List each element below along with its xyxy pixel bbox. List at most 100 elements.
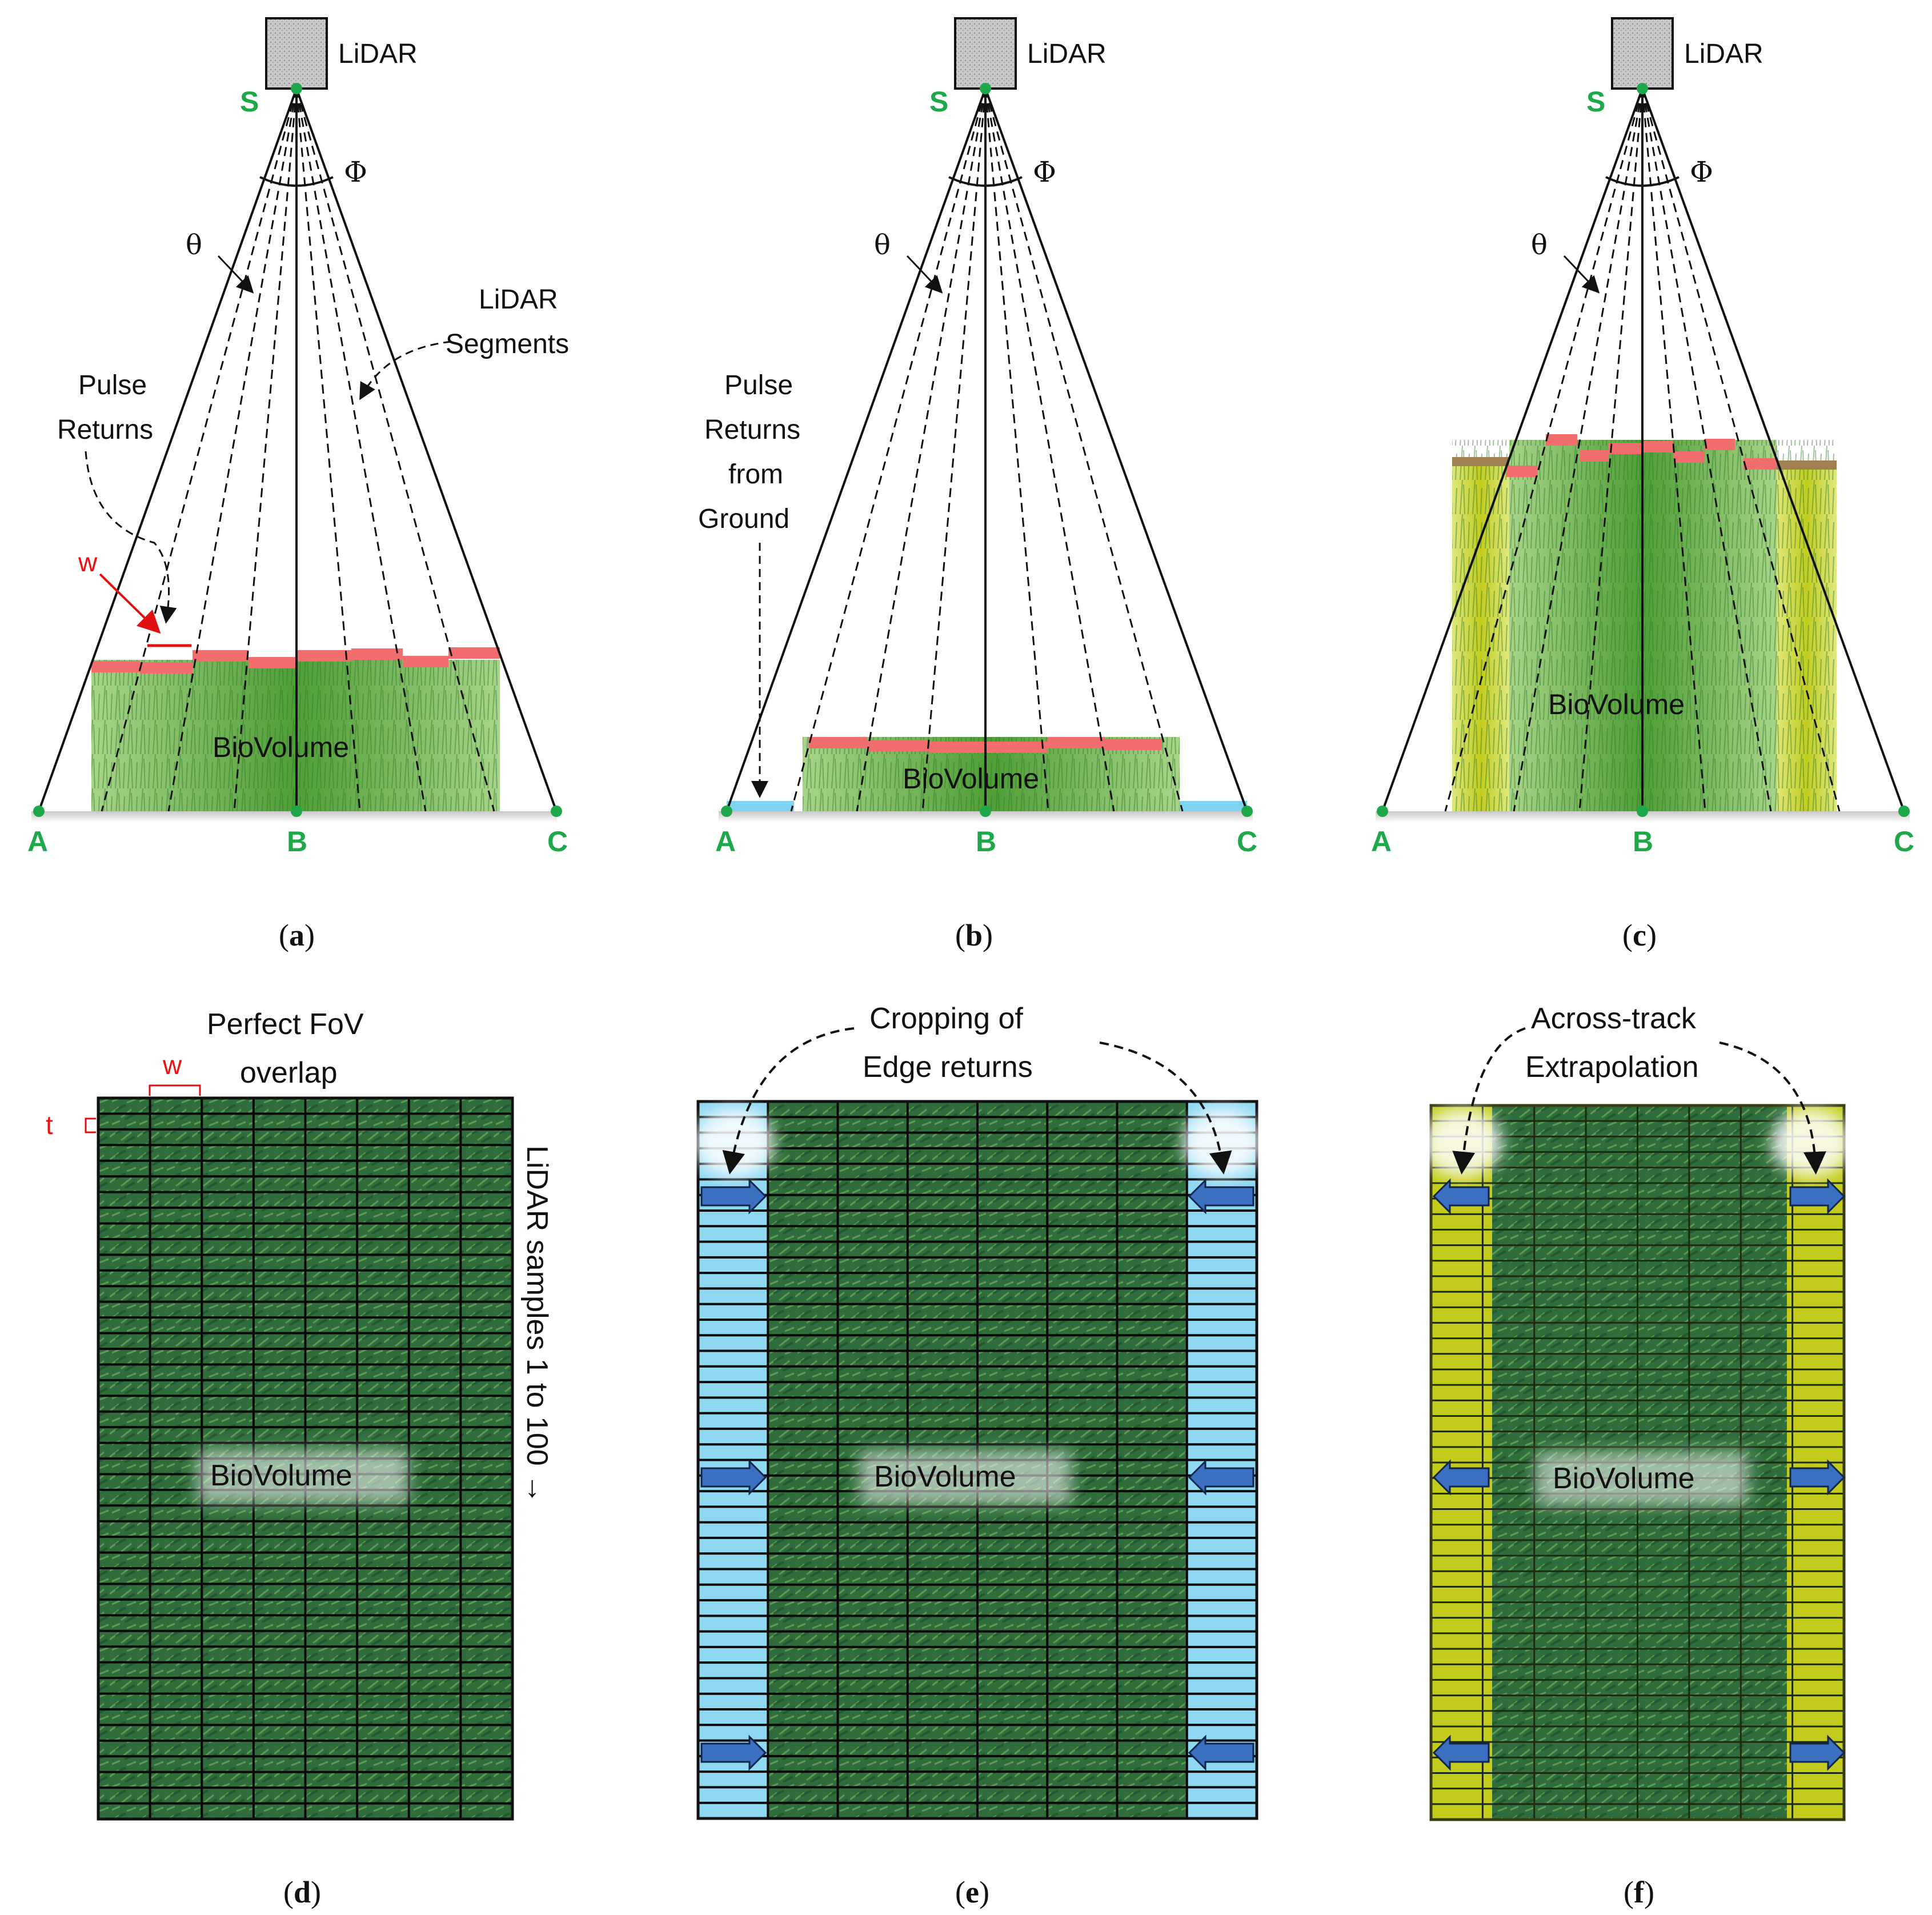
brown-top-right-c	[1777, 460, 1837, 470]
pulse-label-1-a: Pulse	[78, 370, 147, 400]
angle-symbol-c: θ	[1531, 229, 1548, 261]
sensor-label-c: LiDAR	[1684, 39, 1763, 69]
glow-right-f	[1771, 1108, 1851, 1177]
grass-texture-c	[1452, 440, 1837, 811]
source-point-a	[291, 83, 302, 94]
ground-c	[1376, 811, 1910, 823]
point-a-label-a: A	[27, 826, 48, 858]
panel-d: Perfect FoV overlap w t BioVolume LiDAR …	[46, 1008, 554, 1909]
source-point-b	[980, 83, 991, 94]
point-b-b	[980, 806, 991, 817]
crop-pointer-left-e	[722, 1027, 855, 1175]
title-2-e: Edge returns	[863, 1051, 1033, 1084]
title-1-f: Across-track	[1531, 1002, 1697, 1035]
biovolume-label-e: BioVolume	[874, 1460, 1016, 1493]
lidar-sensor-c	[1611, 17, 1674, 90]
sample-grid-e	[698, 1101, 1257, 1818]
point-b-label-c: B	[1633, 826, 1653, 858]
brown-top-left-c	[1452, 457, 1509, 466]
sensor-label-b: LiDAR	[1027, 39, 1107, 69]
ground-label-4-b: Ground	[698, 504, 789, 534]
segments-label-1-a: LiDAR	[479, 285, 558, 315]
glow-right-e	[1183, 1108, 1262, 1177]
tile-border-d	[97, 1096, 514, 1821]
angle-symbol-a: θ	[186, 229, 202, 261]
source-label-a: S	[240, 86, 259, 118]
sample-grid-d	[98, 1098, 512, 1819]
point-a-b	[721, 806, 732, 817]
point-a-label-c: A	[1371, 826, 1392, 858]
biovolume-label-b: BioVolume	[903, 763, 1039, 795]
thickness-bracket-d	[85, 1117, 96, 1133]
biovolume-label-c: BioVolume	[1548, 688, 1685, 720]
biovolume-glow-f	[1537, 1452, 1748, 1505]
thickness-symbol-d: t	[46, 1110, 53, 1140]
pulse-returns-a	[91, 647, 500, 674]
biovolume-glow-d	[197, 1450, 408, 1503]
biovolume-label-a: BioVolume	[213, 731, 349, 763]
source-point-c	[1637, 83, 1648, 94]
pulse-returns-c	[1506, 434, 1777, 477]
ground-b	[719, 811, 1253, 823]
fov-lines-a	[38, 88, 558, 812]
caption-d: (d)	[283, 1875, 321, 1909]
panel-b: LiDAR S Φ θ Pulse Returns from Ground Bi…	[698, 17, 1257, 952]
segment-lines-b	[790, 88, 1184, 812]
pulse-pointer-a	[85, 451, 177, 624]
point-c-a	[551, 806, 562, 817]
point-b-label-a: B	[287, 826, 307, 858]
glow-left-f	[1422, 1108, 1502, 1177]
point-c-label-a: C	[547, 826, 568, 858]
crop-pointer-right-e	[1099, 1041, 1232, 1175]
width-symbol-d: w	[162, 1050, 182, 1080]
segments-pointer-a	[359, 340, 452, 400]
tile-border-f	[1429, 1104, 1846, 1821]
ground-return-right-b	[1180, 801, 1247, 811]
segments-label-2-a: Segments	[446, 329, 569, 359]
point-b-a	[291, 806, 302, 817]
ground-a	[31, 811, 557, 823]
title-1-d: Perfect FoV	[207, 1008, 364, 1041]
point-a-label-b: A	[715, 826, 736, 858]
pulse-label-2-a: Returns	[57, 415, 153, 445]
glow-left-e	[694, 1108, 774, 1177]
caption-a: (a)	[279, 918, 315, 952]
title-1-e: Cropping of	[869, 1002, 1023, 1035]
segment-lines-c	[1444, 88, 1841, 812]
fov-arc-a	[259, 176, 334, 187]
fov-symbol-b: Φ	[1033, 155, 1056, 189]
ground-label-3-b: from	[728, 459, 783, 490]
samples-label-d: LiDAR samples 1 to 100 →	[520, 1145, 554, 1504]
sensor-label-a: LiDAR	[338, 39, 418, 69]
biovolume-glow-e	[860, 1451, 1071, 1504]
angle-pointer-c	[1563, 255, 1600, 294]
pulse-returns-b	[808, 737, 1162, 753]
source-label-c: S	[1586, 86, 1605, 118]
caption-c: (c)	[1622, 918, 1657, 952]
point-a-a	[33, 806, 45, 817]
ground-return-left-b	[727, 801, 794, 811]
fov-symbol-c: Φ	[1690, 155, 1713, 189]
point-a-c	[1377, 806, 1388, 817]
inward-arrows-e	[700, 1178, 1254, 1771]
panel-a: LiDAR S Φ θ LiDAR Segments Pulse Returns…	[27, 17, 569, 952]
width-pointer-a	[99, 573, 161, 634]
point-c-b	[1241, 806, 1253, 817]
point-b-label-b: B	[976, 826, 996, 858]
angle-symbol-b: θ	[874, 229, 891, 261]
point-c-label-c: C	[1894, 826, 1914, 858]
panel-e: Cropping of Edge returns BioVolume (e)	[694, 1002, 1262, 1909]
lidar-sensor-a	[265, 17, 328, 90]
fov-lines-b	[725, 88, 1248, 812]
point-b-c	[1637, 806, 1648, 817]
extrap-pointer-right-f	[1719, 1041, 1826, 1175]
title-2-d: overlap	[240, 1056, 338, 1089]
fov-arc-c	[1605, 176, 1680, 187]
tile-border-e	[696, 1100, 1258, 1820]
panel-f: Across-track Extrapolation BioVolume (f)	[1422, 1002, 1851, 1909]
angle-pointer-b	[906, 255, 943, 294]
angle-pointer-a	[217, 255, 254, 294]
width-symbol-a: w	[78, 547, 98, 577]
fov-arc-b	[948, 176, 1023, 187]
